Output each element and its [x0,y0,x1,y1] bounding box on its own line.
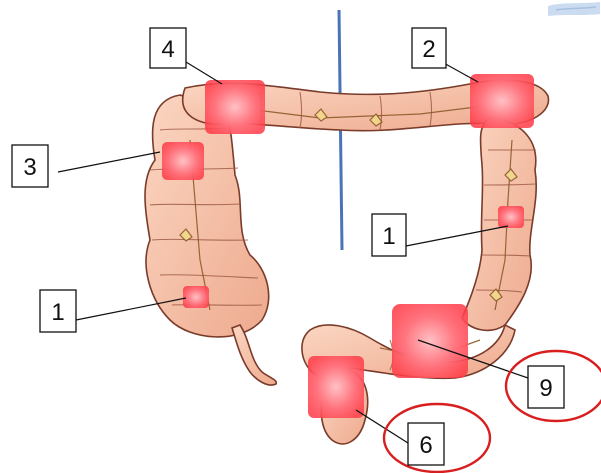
label-box-9: 9 [528,366,564,408]
label-box-6: 6 [408,423,444,465]
label-box-4: 4 [150,28,186,68]
lesion-descending [498,206,524,228]
svg-text:1: 1 [51,299,64,326]
svg-text:2: 2 [422,36,435,63]
svg-text:6: 6 [419,432,432,459]
svg-text:3: 3 [23,154,36,181]
svg-text:9: 9 [539,375,552,402]
lesion-splenic-flexure [470,74,534,128]
lesion-rectum [308,356,364,418]
lesion-sigmoid [392,304,468,378]
label-box-2: 2 [412,28,446,68]
label-box-1-left: 1 [40,290,76,332]
appendix [232,325,276,385]
label-box-1-right: 1 [372,214,406,256]
lesion-ascending [162,142,204,180]
lesion-cecum [183,286,209,308]
svg-text:4: 4 [161,36,174,63]
logo-watermark-icon [548,2,600,16]
label-box-3: 3 [12,145,48,187]
svg-text:1: 1 [382,223,395,250]
lesion-hepatic-flexure [205,80,265,134]
